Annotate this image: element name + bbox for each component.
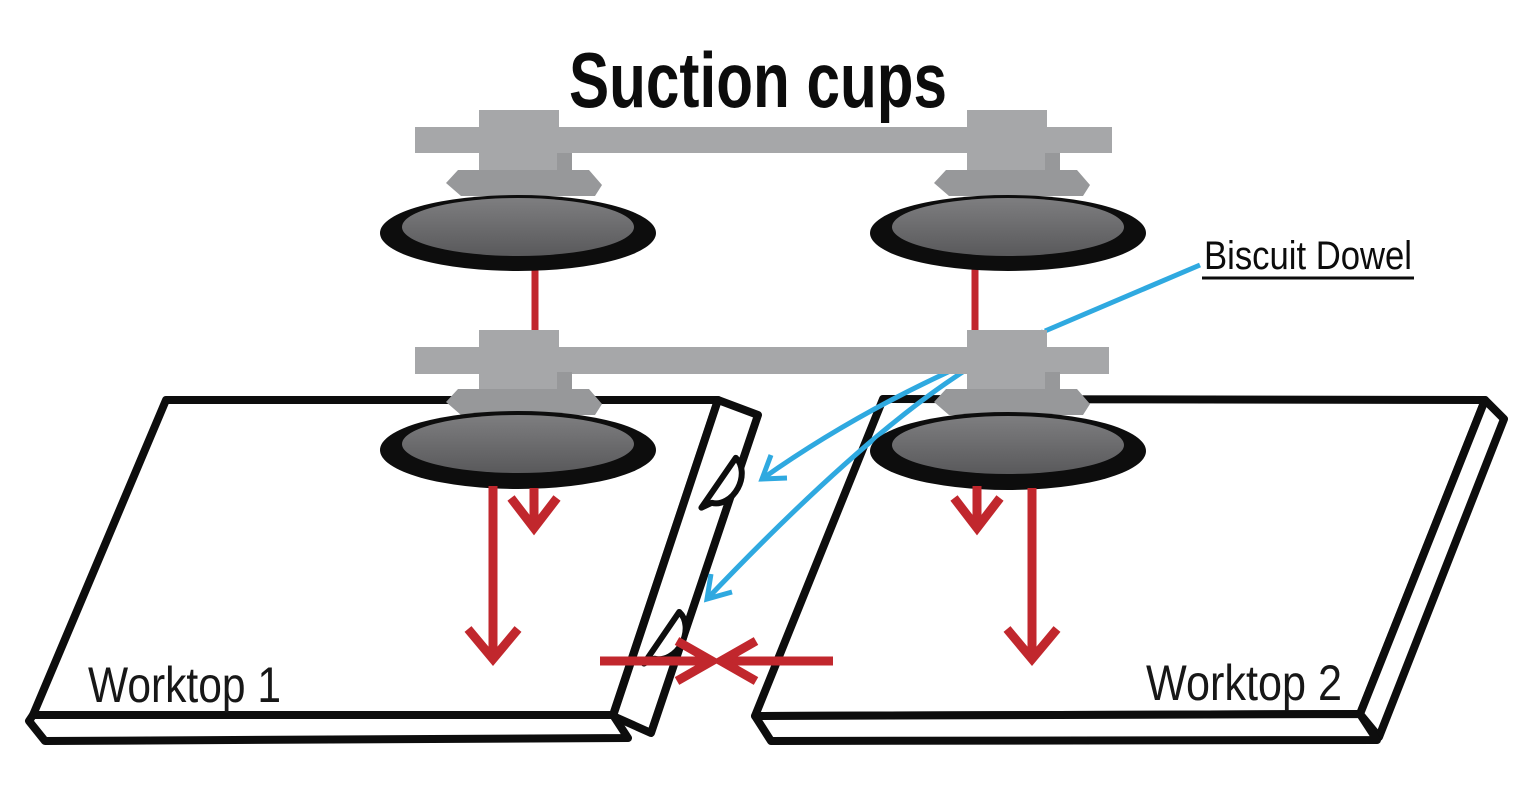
- cup-flange: [934, 153, 1090, 196]
- suction-pad: [892, 416, 1124, 474]
- suction-cup-top-left: [380, 110, 656, 271]
- biscuit-dowel-callout: Biscuit Dowel: [1202, 234, 1414, 280]
- callout-arrowhead-upper-icon: [758, 454, 788, 482]
- worktop-2-label: Worktop 2: [1146, 655, 1342, 711]
- suction-cup-top-right: [870, 110, 1146, 271]
- cup-flange: [446, 153, 602, 196]
- suction-tool-lower: [380, 330, 1146, 490]
- worktop-2-front-face: [751, 710, 1381, 745]
- biscuit-dowel-label: Biscuit Dowel: [1204, 234, 1412, 278]
- biscuit-dowel-upper: [698, 454, 745, 511]
- downward-force-arrows: [464, 486, 1061, 667]
- arrowhead-down-icon: [464, 626, 522, 667]
- callout-leader-line: [1044, 262, 1201, 334]
- cup-flange: [934, 372, 1090, 415]
- arrowhead-down-icon: [1003, 626, 1061, 667]
- worktop-1-front-face: [25, 711, 632, 745]
- callout-arrowhead-lower-icon: [703, 573, 733, 603]
- suction-pad: [402, 415, 634, 473]
- cup-flange: [446, 372, 602, 415]
- suction-pad: [892, 198, 1124, 256]
- suction-tool-upper: [380, 110, 1146, 271]
- joint-closing-arrows: [600, 637, 833, 685]
- biscuit-shape-icon: [698, 454, 745, 511]
- arrowhead-down-icon: [950, 495, 1004, 536]
- arrowhead-down-icon: [507, 495, 561, 536]
- worktop-1-label: Worktop 1: [88, 657, 281, 713]
- suction-cup-bottom-left: [380, 330, 656, 489]
- suction-pad: [402, 198, 634, 256]
- suction-cup-bottom-right: [870, 330, 1146, 490]
- arrowhead-left-icon: [711, 637, 759, 685]
- diagram-title: Suction cups: [569, 36, 947, 124]
